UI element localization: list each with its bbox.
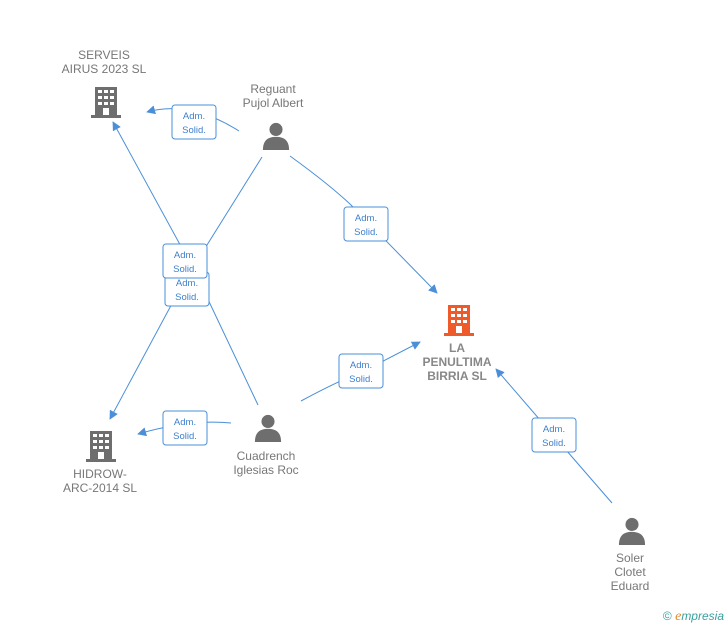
edge-label-box xyxy=(338,353,384,389)
node-label-line[interactable]: Iglesias Roc xyxy=(233,463,298,477)
edge-label-box xyxy=(171,104,217,140)
empresia-watermark: © empresia xyxy=(663,609,724,625)
edge-label-box xyxy=(162,410,208,446)
edge-label-soler-penultima: Adm. Solid. xyxy=(531,417,577,453)
building-icon[interactable] xyxy=(444,305,474,336)
person-icon[interactable] xyxy=(262,122,290,150)
node-label-line[interactable]: Reguant xyxy=(250,82,296,96)
node-label-line[interactable]: HIDROW- xyxy=(73,467,127,481)
edge-label-line: Adm. xyxy=(543,424,565,435)
edge-label-cuadrench-hidrow: Adm. Solid. xyxy=(162,410,208,446)
node-label-line[interactable]: Soler xyxy=(616,551,644,565)
node-label-line[interactable]: Cuadrench xyxy=(237,449,296,463)
edge-label-line: Solid. xyxy=(542,438,566,449)
edge-label-line: Solid. xyxy=(173,431,197,442)
node-label-line[interactable]: AIRUS 2023 SL xyxy=(62,62,147,76)
node-label-line[interactable]: LA xyxy=(449,341,465,355)
edge-label-line: Solid. xyxy=(354,227,378,238)
edge-label-line: Solid. xyxy=(173,264,197,275)
node-label-line[interactable]: Clotet xyxy=(614,565,646,579)
building-icon[interactable] xyxy=(86,431,116,462)
node-label-line[interactable]: SERVEIS xyxy=(78,48,130,62)
edge-label-cuadrench-serveis: Adm. Solid. xyxy=(162,243,208,279)
building-icon[interactable] xyxy=(91,87,121,118)
edge-label-reguant-penultima: Adm. Solid. xyxy=(343,206,389,242)
node-label-line[interactable]: PENULTIMA xyxy=(422,355,491,369)
edge-label-line: Solid. xyxy=(175,292,199,303)
node-label-line[interactable]: ARC-2014 SL xyxy=(63,481,137,495)
edge-label-box xyxy=(531,417,577,453)
person-icon[interactable] xyxy=(618,517,646,545)
node-hidrow[interactable]: HIDROW-ARC-2014 SL xyxy=(63,431,137,495)
edge-label-line: Adm. xyxy=(183,111,205,122)
edge-label-box xyxy=(162,243,208,279)
edge-label-line: Adm. xyxy=(176,278,198,289)
edge-label-line: Adm. xyxy=(174,250,196,261)
node-label-line[interactable]: Eduard xyxy=(611,579,650,593)
edge-label-line: Adm. xyxy=(350,360,372,371)
empresia-logo-initial: e xyxy=(675,609,682,624)
edge-label-reguant-serveis: Adm. Solid. xyxy=(171,104,217,140)
edge-label-cuadrench-penultima: Adm. Solid. xyxy=(338,353,384,389)
node-label-line[interactable]: BIRRIA SL xyxy=(427,369,487,383)
edge-label-box xyxy=(343,206,389,242)
person-icon[interactable] xyxy=(254,414,282,442)
edge-line-reguant-penultima xyxy=(289,155,438,294)
edge-label-line: Adm. xyxy=(355,213,377,224)
edge-label-line: Solid. xyxy=(349,374,373,385)
edge-label-line: Solid. xyxy=(182,125,206,136)
empresia-logo-text: mpresia xyxy=(681,609,724,623)
copyright-symbol: © xyxy=(662,609,672,623)
node-label-line[interactable]: Pujol Albert xyxy=(243,96,304,110)
edge-label-line: Adm. xyxy=(174,417,196,428)
